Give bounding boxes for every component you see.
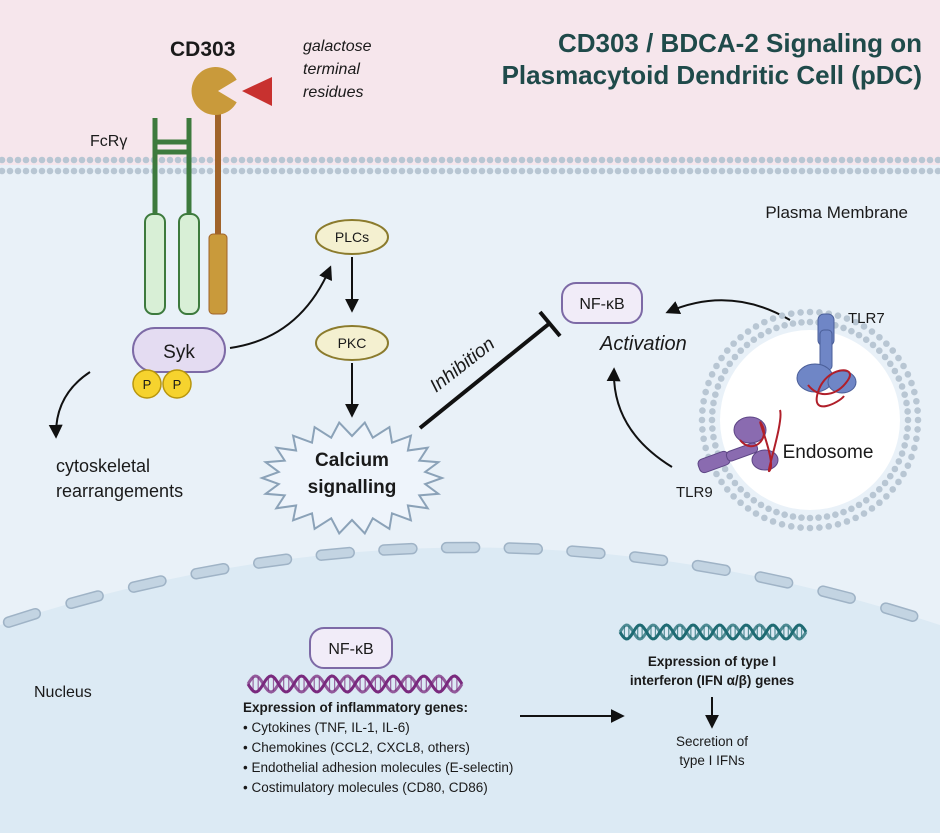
plasma-membrane-label: Plasma Membrane [765, 203, 908, 222]
galactose-ligand-icon [242, 77, 272, 106]
calcium-burst-icon [259, 420, 445, 536]
inflammatory-item-2: • Chemokines (CCL2, CXCL8, others) [243, 740, 470, 755]
tlr7-receptor-icon [796, 313, 857, 408]
nuclear-envelope [2, 541, 919, 628]
arrow-tlr7-to-nfkb [665, 299, 791, 321]
cd303-lectin-head-icon [191, 67, 237, 116]
plcs-label: PLCs [335, 229, 369, 245]
ligand-text-3: residues [303, 84, 363, 101]
calcium-label-1: Calcium [315, 450, 389, 471]
cytoskeletal-label-1: cytoskeletal [56, 456, 150, 476]
pkc-node [315, 325, 389, 361]
phospho-1-label: P [143, 377, 152, 392]
cd303-label: CD303 [170, 38, 235, 61]
plasma-membrane [0, 156, 940, 175]
ligand-text-1: galactose [303, 38, 372, 55]
nfkb-cytoplasm-label: NF-κB [579, 296, 624, 313]
phospho-2-label: P [173, 377, 182, 392]
arrow-to-cytoskeleton [48, 371, 91, 439]
title-line-1: CD303 / BDCA-2 Signaling on [558, 28, 922, 58]
inflammatory-item-1: • Cytokines (TNF, IL-1, IL-6) [243, 720, 410, 735]
plcs-node [315, 219, 389, 255]
arrow-syk-to-plcs [229, 265, 333, 349]
nfkb-cytoplasm-node [561, 282, 643, 324]
endosome-membrane [698, 308, 922, 532]
dna-ifn-icon [618, 623, 808, 641]
secretion-line-2: type I IFNs [679, 753, 745, 768]
nucleus-label: Nucleus [34, 684, 92, 701]
inflammatory-item-4: • Costimulatory molecules (CD80, CD86) [243, 780, 488, 795]
phospho-2-icon [162, 369, 192, 399]
nfkb-nucleus-label: NF-κB [328, 641, 373, 658]
fcr-gamma-label: FcRγ [90, 133, 127, 150]
dna-inflammatory-icon [246, 674, 464, 694]
cd303-receptor [191, 67, 272, 315]
tlr9-label: TLR9 [676, 484, 713, 501]
syk-label: Syk [163, 342, 195, 363]
ligand-text-2: terminal [303, 61, 360, 78]
arrow-tlr9-to-activation [606, 367, 673, 468]
calcium-label-2: signalling [308, 477, 397, 498]
cytoskeletal-label-2: rearrangements [56, 481, 183, 501]
endosome-label: Endosome [783, 442, 874, 463]
nfkb-nucleus-node [309, 627, 393, 669]
ifn-genes-line-1: Expression of type I [648, 654, 776, 669]
phospho-1-icon [132, 369, 162, 399]
secretion-line-1: Secretion of [676, 734, 748, 749]
inhibition-line [418, 321, 552, 430]
tlr9-receptor-icon [697, 409, 782, 474]
title-line-2: Plasmacytoid Dendritic Cell (pDC) [502, 60, 922, 90]
pkc-label: PKC [338, 335, 367, 351]
inflammatory-item-3: • Endothelial adhesion molecules (E-sele… [243, 760, 513, 775]
nucleus-region [0, 547, 940, 833]
ifn-genes-line-2: interferon (IFN α/β) genes [630, 673, 794, 688]
inhibition-bar [538, 310, 562, 338]
tlr7-label: TLR7 [848, 310, 885, 327]
activation-label: Activation [599, 333, 687, 355]
fcr-gamma-receptor [144, 118, 200, 315]
inflammatory-genes-heading: Expression of inflammatory genes: [243, 700, 468, 715]
